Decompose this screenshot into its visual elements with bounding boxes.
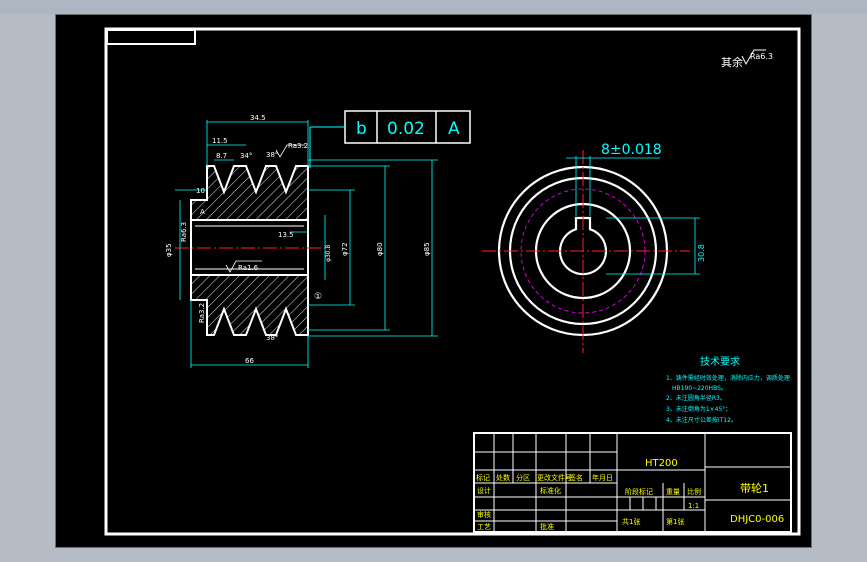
roughness-top-icon (275, 144, 305, 158)
lower-rim-hatch (190, 274, 309, 336)
tolerance-frame: b 0.02 A (309, 110, 471, 168)
tolerance-symbol: b (356, 119, 367, 139)
dim-step-10: 10 (196, 187, 205, 195)
tb-standard: 标准化 (540, 486, 561, 495)
tb-scale-label: 比例 (687, 487, 701, 496)
tb-header-4: 签名 (569, 473, 583, 482)
dim-root-dia: φ80 (376, 242, 384, 256)
section-view: 34.5 11.5 8.7 34° 38° Ra3.2 10 13.5 Ra1.… (165, 114, 438, 368)
title-block: HT200 带轮1 DHJC0-006 标记 处数 分区 更改文件号 签名 年月… (473, 432, 792, 533)
corner-label-box (106, 29, 196, 45)
key-depth: 30.8 (697, 244, 706, 262)
roughness-bore: Ra1.6 (238, 264, 259, 272)
tb-weight: 重量 (666, 488, 680, 496)
tech-item-3: 2、未注圆角半径R3。 (666, 394, 726, 402)
tech-item-1: 1、铸件需经时效处理，消除内应力，调质处理 (666, 374, 790, 382)
dim-groove-pitch: 11.5 (212, 137, 228, 145)
roughness-top: Ra3.2 (288, 142, 308, 150)
roughness-symbol-icon (741, 49, 766, 66)
tb-sheets-total: 共1张 (622, 517, 640, 526)
inner-border (104, 27, 801, 536)
dim-groove-width: 8.7 (216, 152, 227, 160)
window-frame-top (0, 0, 867, 14)
dim-small-dia: φ30.8 (325, 245, 332, 263)
roughness-bottom: Ra3.2 (198, 303, 206, 323)
tb-approve: 批准 (540, 522, 554, 531)
roughness-side: Ra6.3 (180, 222, 188, 242)
tb-header-3: 更改文件号 (537, 473, 572, 482)
tech-item-4: 3、未注倒角为1×45°； (666, 405, 731, 413)
dim-angle-1: 34° (240, 152, 252, 160)
dim-bore-dia: φ35 (165, 243, 173, 257)
tb-stage: 阶段标记 (625, 487, 653, 496)
dim-bore-len: 13.5 (278, 231, 294, 239)
tb-designer: 设计 (477, 486, 491, 495)
tech-item-5: 4、未注尺寸公差按IT12。 (666, 416, 737, 424)
roughness-prefix: 其余 (721, 55, 743, 69)
keyway-bore (558, 216, 608, 276)
dim-angle-bottom: 38° (266, 334, 278, 342)
tech-title: 技术要求 (700, 355, 740, 368)
tb-header-0: 标记 (476, 473, 490, 482)
tb-reviewer: 审核 (477, 510, 491, 519)
tb-scale: 1:1 (688, 502, 699, 510)
upper-rim-hatch (190, 165, 309, 221)
dim-hub-dia: φ72 (341, 242, 349, 256)
tb-part-name: 带轮1 (740, 481, 769, 495)
circle-mark: ① (314, 292, 322, 302)
tech-item-2: HB190~220HBS。 (672, 385, 727, 392)
tb-sheet-no: 第1张 (666, 517, 684, 526)
dim-total-length: 66 (245, 357, 254, 365)
tb-process: 工艺 (477, 523, 491, 531)
tb-drawing-no: DHJC0-006 (730, 514, 784, 525)
drawing-sheet (55, 14, 812, 548)
tb-header-5: 年月日 (592, 473, 613, 482)
dim-angle-2: 38° (266, 151, 278, 159)
tolerance-value: 0.02 (387, 119, 425, 139)
key-width: 8±0.018 (601, 142, 662, 158)
dim-top-length: 34.5 (250, 114, 266, 122)
datum-label: A (200, 208, 205, 216)
roughness-general: Ra6.3 (750, 52, 773, 61)
tb-material: HT200 (645, 458, 678, 469)
tech-requirements: 技术要求 1、铸件需经时效处理，消除内应力，调质处理 HB190~220HBS。… (666, 355, 790, 424)
end-view: 8±0.018 30.8 (482, 142, 706, 353)
tb-header-1: 处数 (496, 473, 510, 482)
dim-outer-dia: φ85 (423, 242, 431, 256)
tb-header-2: 分区 (516, 473, 530, 482)
roughness-bore-icon (225, 260, 262, 273)
tolerance-datum: A (448, 119, 460, 139)
